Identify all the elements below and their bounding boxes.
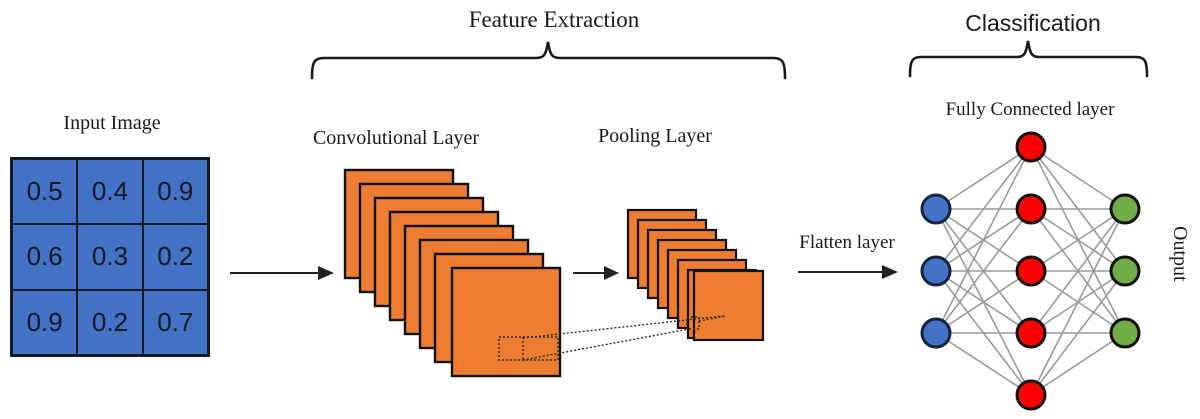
pooling-feature-map-stack — [626, 208, 765, 342]
fc-edge — [1030, 208, 1126, 272]
output-label: Output — [1169, 226, 1191, 282]
classification-title: Classification — [965, 10, 1101, 36]
fc-edge — [1030, 332, 1126, 396]
conv-feature-map-stack — [343, 168, 562, 378]
grid-cell-2-1: 0.2 — [77, 289, 143, 355]
fc-edge — [935, 332, 1032, 396]
fc-edge — [935, 270, 1032, 334]
fc-output-node-2 — [1109, 317, 1141, 349]
conv-to-pooling-arrow — [573, 266, 619, 280]
grid-cell-1-1: 0.3 — [77, 224, 143, 290]
fc-edge — [935, 208, 1032, 334]
input-image-label: Input Image — [63, 112, 161, 134]
grid-cell-2-2: 0.7 — [142, 289, 208, 355]
conv-feature-map-front — [450, 266, 562, 378]
fc-edge — [1030, 146, 1126, 210]
feature-extraction-brace — [310, 41, 787, 80]
grid-cell-1-2: 0.2 — [142, 224, 208, 290]
fc-edges — [935, 146, 1126, 396]
fc-hidden-node-1 — [1015, 193, 1047, 225]
flatten-arrow — [798, 265, 898, 279]
grid-cell-0-2: 0.9 — [142, 159, 208, 225]
fc-input-node-1 — [920, 255, 952, 287]
classification-brace — [908, 40, 1149, 78]
fc-edge — [935, 146, 1032, 334]
pooling-layer-label: Pooling Layer — [598, 125, 712, 147]
pooling-window-annotation — [498, 315, 727, 361]
input-to-conv-arrow — [230, 266, 334, 280]
grid-cell-2-0: 0.9 — [12, 289, 78, 355]
fc-edge — [1030, 208, 1126, 334]
fc-edge — [1030, 270, 1126, 396]
grid-cell-0-0: 0.5 — [12, 159, 78, 225]
feature-extraction-title: Feature Extraction — [468, 7, 640, 32]
pooling-feature-map-front — [692, 269, 765, 342]
fc-input-node-0 — [920, 193, 952, 225]
fc-input-node-2 — [920, 317, 952, 349]
fc-nodes — [920, 131, 1141, 411]
fc-edge — [935, 146, 1032, 272]
convolutional-layer-label: Convolutional Layer — [312, 127, 480, 149]
fc-output-node-0 — [1109, 193, 1141, 225]
fc-hidden-node-4 — [1015, 379, 1047, 411]
fc-hidden-node-0 — [1015, 131, 1047, 163]
grid-cell-1-0: 0.6 — [12, 224, 78, 290]
flatten-layer-label: Flatten layer — [799, 232, 895, 253]
fc-output-node-1 — [1109, 255, 1141, 287]
fc-hidden-node-3 — [1015, 317, 1047, 349]
fc-edge — [935, 146, 1032, 210]
grid-cell-0-1: 0.4 — [77, 159, 143, 225]
fully-connected-layer-label: Fully Connected layer — [945, 99, 1115, 120]
fc-hidden-node-2 — [1015, 255, 1047, 287]
fc-edge — [1030, 208, 1126, 396]
